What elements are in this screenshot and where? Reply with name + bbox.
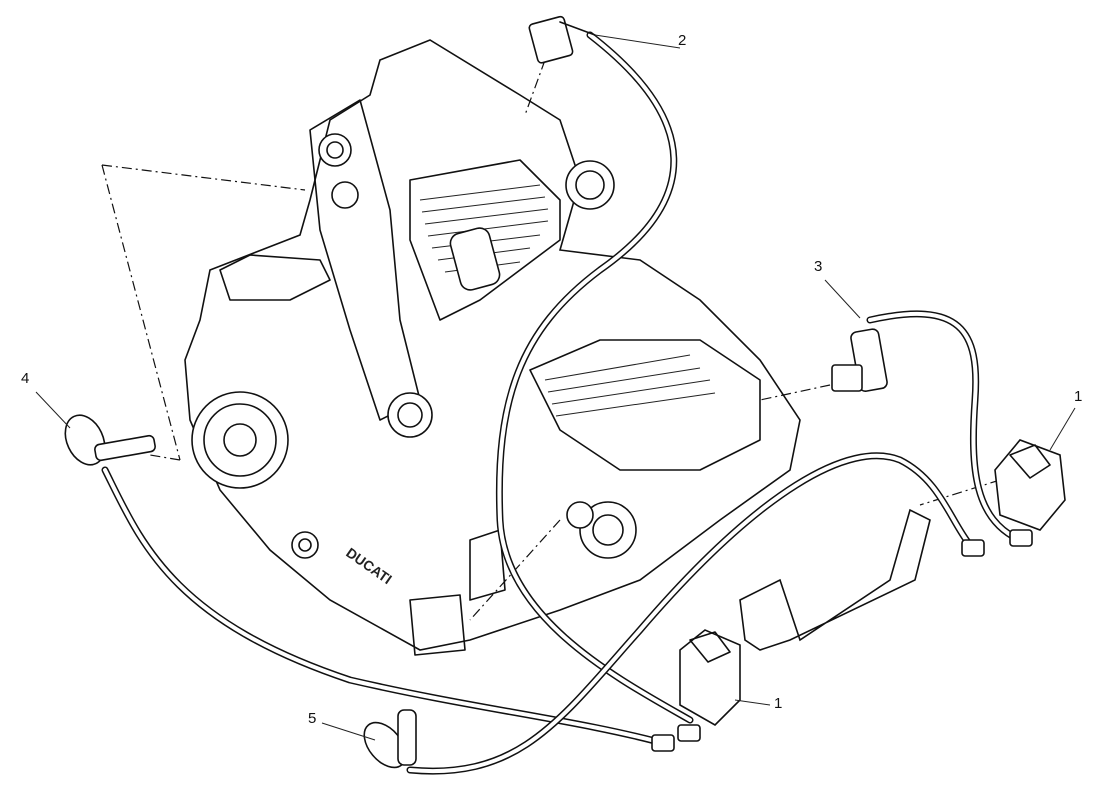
callout-4: 4 — [21, 370, 30, 387]
callout-leaders — [35, 34, 1076, 741]
coil-bracket — [739, 508, 931, 651]
callout-3: 3 — [814, 258, 823, 275]
spark-plug-leads — [101, 31, 1024, 775]
plug-cap-3 — [831, 328, 888, 392]
callout-5: 5 — [308, 710, 317, 727]
ignition-coil-left — [651, 629, 741, 752]
plug-cap-2 — [528, 15, 596, 64]
engine-block: DUCATI — [184, 39, 801, 656]
plug-cap-4 — [64, 414, 156, 466]
callout-2: 2 — [678, 32, 687, 49]
assembly-lines — [101, 59, 1001, 621]
ignition-coil-right — [961, 439, 1066, 557]
callout-1-left: 1 — [774, 695, 783, 712]
plug-cap-5 — [363, 709, 417, 769]
callout-1-right: 1 — [1074, 388, 1083, 405]
